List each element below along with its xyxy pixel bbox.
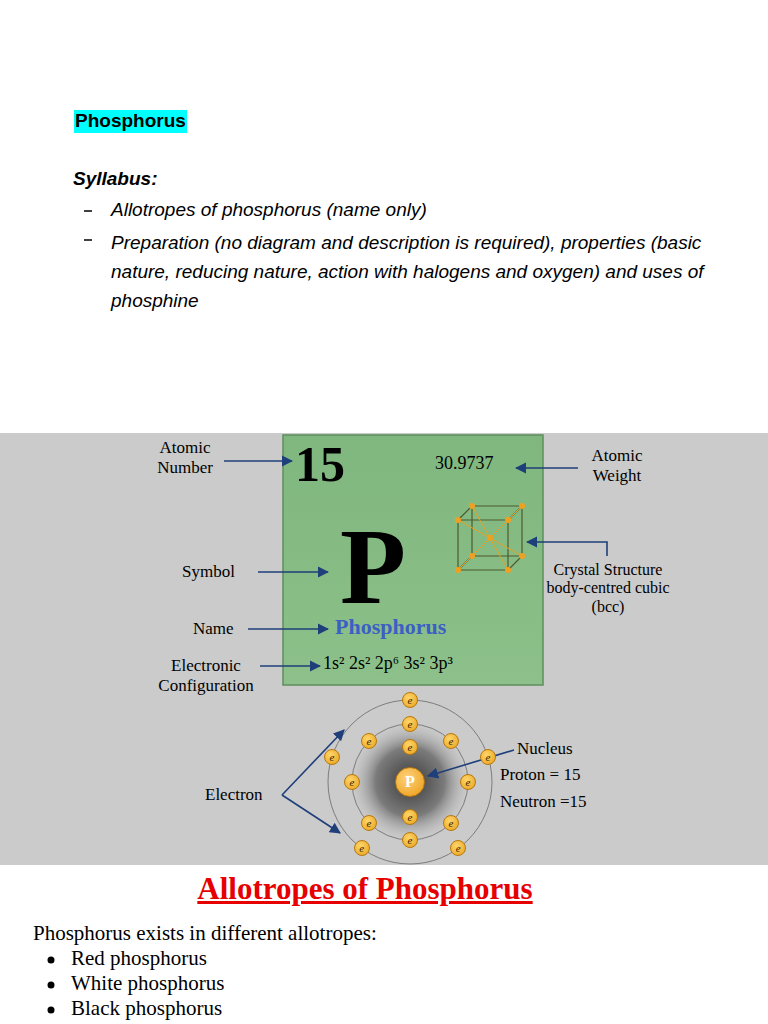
leader-arrow: [260, 665, 320, 667]
electron-circle: e: [480, 749, 496, 765]
list-item: Black phosphorus: [71, 996, 222, 1020]
electron-label: e: [449, 817, 454, 829]
electron-circle: e: [460, 774, 476, 790]
electron-shell: [328, 700, 492, 864]
electron-label: e: [367, 817, 372, 829]
electron-shell: [352, 724, 468, 840]
electron-shell: [375, 747, 445, 817]
leader-arrow: [224, 460, 292, 462]
electron-label: e: [466, 776, 471, 788]
electron-label: e: [408, 718, 413, 730]
electron-circle: e: [402, 739, 418, 755]
electron-circle: e: [361, 815, 377, 831]
leader-arrow: [282, 730, 344, 795]
list-item: White phosphorus: [71, 971, 224, 995]
electron-label: e: [408, 834, 413, 846]
list-item: Red phosphorus: [71, 946, 207, 970]
body-text: Phosphorus exists in different allotrope…: [33, 921, 377, 945]
electron-label: e: [350, 776, 355, 788]
callout-label: Electronic Configuration: [146, 656, 266, 695]
callout-label: Atomic Weight: [572, 446, 662, 485]
electron-circle: e: [344, 774, 360, 790]
nucleus-circle: P: [395, 767, 425, 797]
tile-text: 15: [295, 437, 345, 492]
section-heading: Allotropes of Phosphorus: [120, 871, 610, 907]
leader-arrow: [258, 571, 328, 573]
callout-label: Crystal Structure body-centred cubic (bc…: [542, 561, 674, 616]
callout-label: Atomic Number: [140, 438, 230, 477]
electron-label: e: [408, 741, 413, 753]
electron-circle: e: [402, 692, 418, 708]
electron-label: e: [449, 735, 454, 747]
syllabus-item: Preparation (no diagram and description …: [111, 228, 763, 315]
list-dash: [84, 210, 92, 212]
electron-label: e: [330, 751, 335, 763]
tile-text: 1s² 2s² 2p⁶ 3s² 3p³: [323, 654, 453, 674]
nucleus-glow: [348, 720, 472, 844]
tile-text: Phosphorus: [335, 615, 446, 639]
electron-label: e: [456, 842, 461, 854]
nucleus-symbol: P: [405, 773, 415, 791]
element-tile-box: 15 30.9737PPhosphorus 1s² 2s² 2p⁶ 3s² 3p³: [283, 435, 543, 685]
list-bullet: [48, 957, 55, 964]
electron-circle: e: [402, 716, 418, 732]
callout-label: Name: [193, 619, 234, 639]
electron-circle: e: [402, 832, 418, 848]
leader-arrow: [282, 795, 340, 833]
electron-circle: e: [443, 733, 459, 749]
electron-circle: e: [324, 749, 340, 765]
leader-arrow: [516, 467, 578, 469]
page-title: Phosphorus: [74, 110, 187, 133]
electron-label: e: [408, 811, 413, 823]
electron-circle: e: [361, 733, 377, 749]
leader-arrow: [527, 542, 607, 556]
callout-label: Neutron =15: [500, 792, 587, 812]
callout-label: Electron: [205, 785, 263, 805]
bcc-cube: [455, 503, 525, 573]
list-bullet: [48, 982, 55, 989]
electron-circle: e: [443, 815, 459, 831]
electron-label: e: [367, 735, 372, 747]
tile-text: P: [340, 513, 406, 621]
tile-text: 30.9737: [435, 454, 494, 474]
leader-arrow: [248, 628, 328, 630]
electron-label: e: [359, 842, 364, 854]
callout-label: Symbol: [182, 562, 235, 582]
list-bullet: [48, 1007, 55, 1014]
grey-band: [0, 433, 768, 865]
electron-circle: e: [402, 809, 418, 825]
electron-label: e: [408, 694, 413, 706]
callout-label: Proton = 15: [500, 765, 580, 785]
list-dash: [84, 239, 92, 241]
callout-label: Nucleus: [517, 739, 573, 759]
element-tile: [283, 435, 543, 685]
electron-label: e: [486, 751, 491, 763]
section-heading: Syllabus:: [73, 168, 157, 190]
syllabus-item: Allotropes of phosphorus (name only): [111, 199, 427, 221]
